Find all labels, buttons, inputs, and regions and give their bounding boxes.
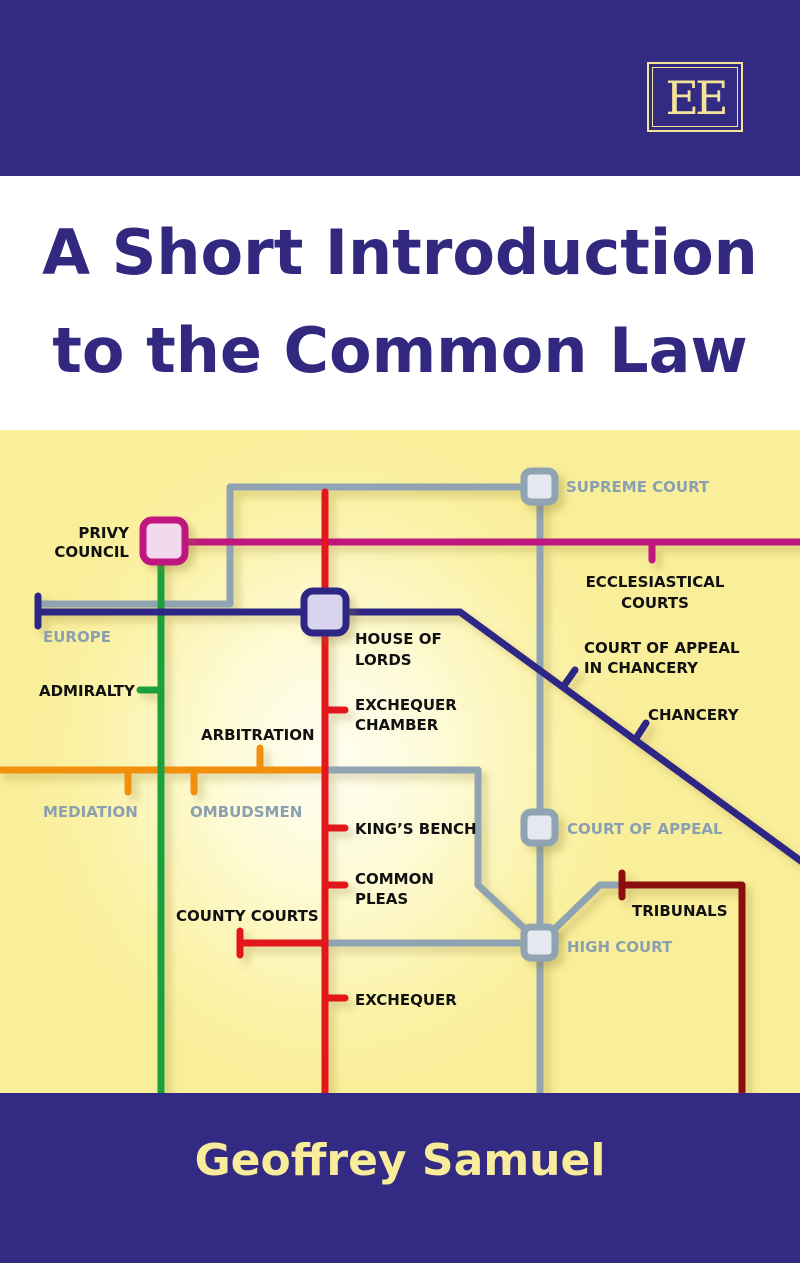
- label-common-pleas-2: PLEAS: [355, 890, 408, 908]
- top-band: EE: [0, 0, 800, 176]
- label-ecclesiastical-2: COURTS: [621, 594, 689, 612]
- label-house-of-lords-1: HOUSE OF: [355, 630, 442, 648]
- label-europe: EUROPE: [43, 628, 111, 646]
- label-high-court: HIGH COURT: [567, 938, 673, 956]
- publisher-logo: EE: [647, 62, 743, 132]
- station-supreme-court: [520, 467, 559, 506]
- line-grey: [36, 483, 626, 1104]
- label-county-courts: COUNTY COURTS: [176, 907, 319, 925]
- publisher-logo-text: EE: [652, 67, 738, 127]
- station-house-of-lords: [300, 587, 350, 637]
- label-court-of-appeal: COURT OF APPEAL: [567, 820, 723, 838]
- label-kings-bench: KING’S BENCH: [355, 820, 477, 838]
- label-house-of-lords-2: LORDS: [355, 651, 412, 669]
- station-privy-council: [139, 516, 189, 566]
- label-arbitration: ARBITRATION: [201, 726, 315, 744]
- label-ecclesiastical-1: ECCLESIASTICAL: [586, 573, 725, 591]
- label-exchequer-chamber-2: CHAMBER: [355, 716, 439, 734]
- line-magenta: [161, 538, 800, 564]
- label-tribunals: TRIBUNALS: [632, 902, 728, 920]
- title-line-1: A Short Introduction: [42, 216, 758, 289]
- label-privy-council-1: PRIVY: [78, 524, 130, 542]
- label-common-pleas-1: COMMON: [355, 870, 434, 888]
- label-coa-chancery-2: IN CHANCERY: [584, 659, 699, 677]
- transit-map: SUPREME COURT PRIVY COUNCIL ECCLESIASTIC…: [0, 430, 800, 1104]
- label-supreme-court: SUPREME COURT: [566, 478, 710, 496]
- label-ombudsmen: OMBUDSMEN: [190, 803, 302, 821]
- line-darkred: [618, 869, 746, 1104]
- label-coa-chancery-1: COURT OF APPEAL: [584, 639, 740, 657]
- label-chancery: CHANCERY: [648, 706, 740, 724]
- label-admiralty: ADMIRALTY: [39, 682, 136, 700]
- label-exchequer: EXCHEQUER: [355, 991, 457, 1009]
- line-green: [136, 538, 165, 1104]
- station-high-court: [520, 923, 559, 962]
- label-mediation: MEDIATION: [43, 803, 138, 821]
- title-panel: A Short Introduction to the Common Law: [0, 176, 800, 430]
- title-line-2: to the Common Law: [52, 314, 748, 387]
- line-blue: [34, 592, 800, 865]
- label-privy-council-2: COUNCIL: [54, 543, 129, 561]
- bottom-band: Geoffrey Samuel: [0, 1093, 800, 1263]
- labels: SUPREME COURT PRIVY COUNCIL ECCLESIASTIC…: [39, 478, 740, 1009]
- station-court-of-appeal: [520, 808, 559, 847]
- label-exchequer-chamber-1: EXCHEQUER: [355, 696, 457, 714]
- line-red: [236, 488, 349, 1104]
- stations: [139, 467, 559, 962]
- author-name: Geoffrey Samuel: [194, 1135, 606, 1186]
